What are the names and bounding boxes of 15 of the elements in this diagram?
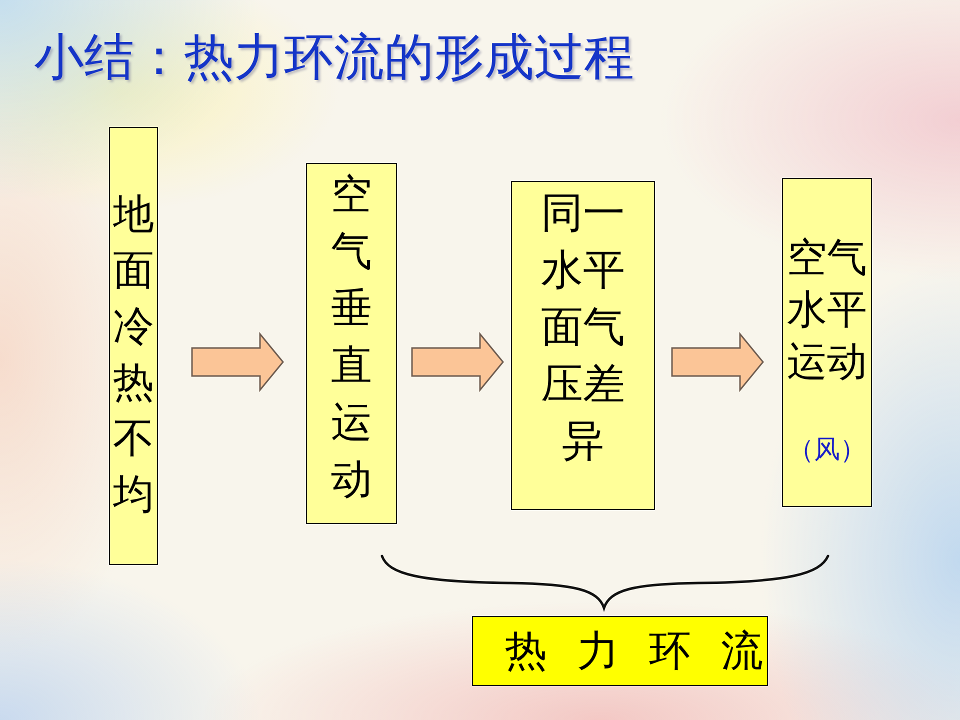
process-box: [511, 181, 655, 510]
box-label: 热力环流: [504, 625, 765, 677]
process-box: [109, 127, 158, 565]
process-box: [306, 163, 397, 524]
process-box: [782, 178, 872, 507]
box-label: 空气垂直运动: [330, 169, 373, 505]
box-label: 同一水平面气压差异: [540, 187, 626, 467]
process-box: [472, 616, 768, 686]
box-label: 空气水平运动: [786, 234, 868, 387]
slide-title: 小结：热力环流的形成过程: [34, 27, 634, 88]
block-arrow: [671, 332, 764, 392]
parenthetical-note: （风）: [787, 434, 867, 466]
block-arrow: [411, 332, 504, 392]
block-arrow: [191, 332, 284, 392]
box-label: 地面冷热不均: [112, 189, 155, 520]
